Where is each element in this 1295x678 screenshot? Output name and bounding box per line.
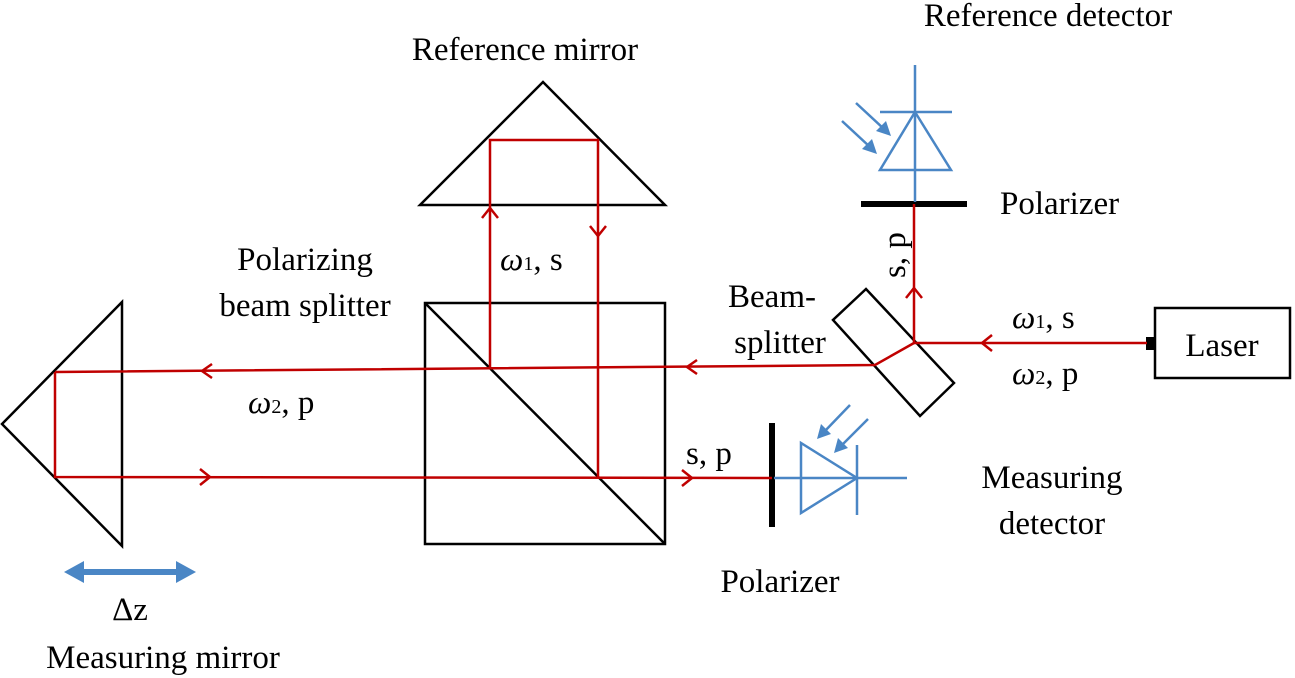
laser-beams xyxy=(53,138,1147,487)
laser xyxy=(1146,306,1292,380)
polarizer-top-label: Polarizer xyxy=(1000,186,1119,222)
reference-detector-label: Reference detector xyxy=(924,0,1172,34)
meas-detector-pol-label: s, p xyxy=(686,436,732,472)
ref-detector-pol-label: s, p xyxy=(877,232,913,278)
laser-beam-label-bottom: ω2, p xyxy=(1012,356,1078,392)
meas-arm-beam-label: ω2, p xyxy=(248,385,314,421)
measuring-mirror xyxy=(0,298,124,550)
pbs-label-line2: beam splitter xyxy=(219,288,390,324)
polarizer-bottom-label: Polarizer xyxy=(720,564,839,600)
beamsplitter-label-line1: Beam- xyxy=(728,279,816,315)
polarizing-beam-splitter xyxy=(423,301,667,546)
reference-detector-icon xyxy=(841,65,954,202)
reference-mirror-label: Reference mirror xyxy=(412,32,638,68)
measuring-detector-icon xyxy=(774,404,907,516)
displacement-arrow-icon[interactable] xyxy=(64,561,196,583)
measuring-detector-label-line2: detector xyxy=(999,506,1105,542)
ref-arm-beam-label: ω1, s xyxy=(500,242,563,278)
beamsplitter xyxy=(831,287,956,418)
delta-z-label: Δz xyxy=(112,592,148,628)
beamsplitter-label-line2: splitter xyxy=(734,325,826,361)
laser-label: Laser xyxy=(1185,328,1258,364)
pbs-label-line1: Polarizing xyxy=(237,242,373,278)
measuring-detector-label-line1: Measuring xyxy=(981,460,1122,496)
reference-mirror xyxy=(416,80,669,207)
measuring-mirror-label: Measuring mirror xyxy=(46,640,280,676)
laser-beam-label-top: ω1, s xyxy=(1012,300,1075,336)
